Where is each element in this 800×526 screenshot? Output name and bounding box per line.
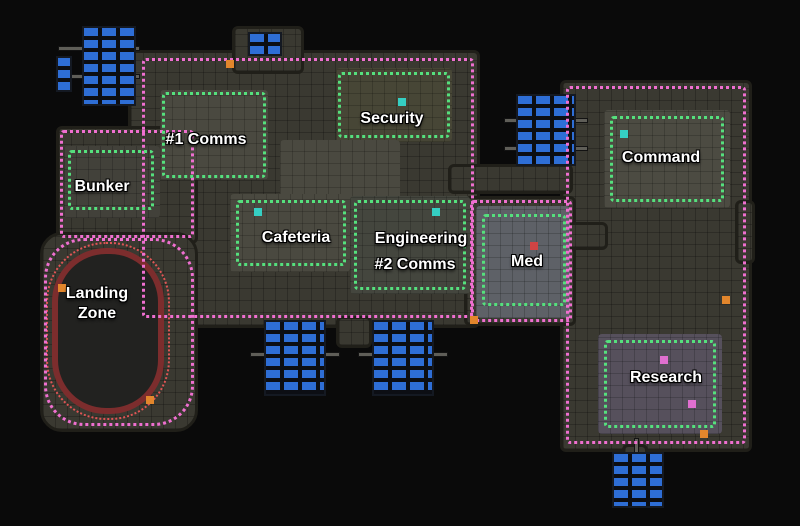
- solar-array-top-center: [248, 32, 282, 56]
- solar-array-mid-right: [516, 94, 576, 166]
- label-engineering: Engineering: [374, 230, 468, 247]
- label-research: Research: [629, 369, 703, 386]
- floor-security: [336, 68, 452, 142]
- console-pink: [688, 400, 696, 408]
- floor-cafeteria: [230, 194, 350, 272]
- console-cyan: [620, 130, 628, 138]
- label-comms1: #1 Comms: [165, 131, 247, 148]
- floor-med: [476, 206, 570, 318]
- door-light-orange: [58, 284, 66, 292]
- solar-array-top-left-side: [56, 56, 72, 92]
- landing-pad-ring: [52, 248, 164, 414]
- floor-command: [604, 110, 730, 208]
- floor-comms1: [160, 90, 268, 180]
- solar-array-bottom-left: [264, 320, 326, 396]
- label-bunker: Bunker: [74, 178, 130, 195]
- solar-array-top-left: [82, 26, 136, 106]
- solar-array-bottom-right: [372, 320, 434, 396]
- label-security: Security: [360, 110, 424, 127]
- label-landing-zone: Landing Zone: [65, 285, 129, 322]
- console-cyan: [254, 208, 262, 216]
- label-comms2: #2 Comms: [374, 256, 456, 273]
- label-command: Command: [621, 149, 701, 166]
- door-light-orange: [146, 396, 154, 404]
- solar-array-far-bottom-right: [612, 452, 664, 508]
- label-cafeteria: Cafeteria: [261, 229, 331, 246]
- hull-stub-right-edge: [735, 200, 755, 264]
- label-med: Med: [511, 253, 543, 270]
- console-red: [530, 242, 538, 250]
- hull-connector-med-right: [560, 222, 608, 250]
- door-light-orange: [470, 316, 478, 324]
- floor-central-corridor: [280, 140, 400, 200]
- console-cyan: [398, 98, 406, 106]
- floor-engineering: [350, 196, 470, 294]
- door-light-orange: [722, 296, 730, 304]
- door-light-orange: [226, 60, 234, 68]
- hull-connector-top: [448, 164, 573, 194]
- console-pink: [660, 356, 668, 364]
- hull-stub-bottom: [336, 316, 372, 348]
- floor-research: [598, 334, 722, 434]
- console-cyan: [432, 208, 440, 216]
- door-light-orange: [700, 430, 708, 438]
